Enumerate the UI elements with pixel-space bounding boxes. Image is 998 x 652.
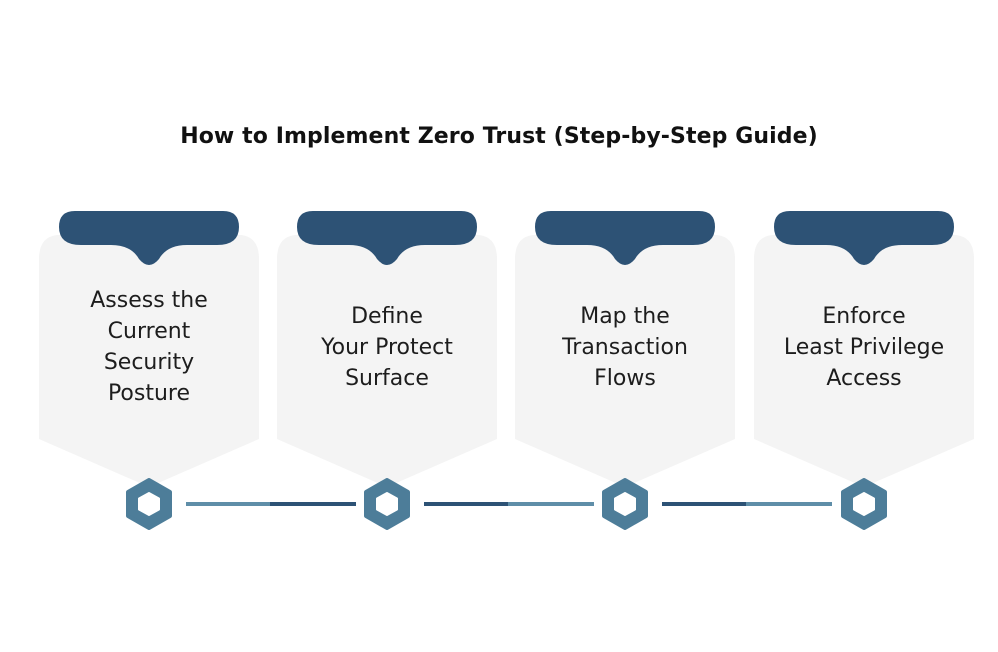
step-card-shape [515,211,735,487]
step-card-1: Assess the Current Security Posture [37,211,261,491]
hexagon-icon [364,478,410,530]
step-card-header [297,211,477,265]
step-card-shape [754,211,974,487]
step-card-shape [277,211,497,487]
hexagon-icon [602,478,648,530]
step-card-2: Define Your Protect Surface [275,211,499,491]
hexagon-icon [126,478,172,530]
step-label: Assess the Current Security Posture [90,288,208,406]
step-label: Map the Transaction Flows [562,303,688,391]
step-card-3: Map the Transaction Flows [513,211,737,491]
step-card-header [535,211,715,265]
step-card-4: Enforce Least Privilege Access [752,211,976,491]
step-label: Define Your Protect Surface [321,303,453,391]
step-card-header [774,211,954,265]
hexagon-icon [841,478,887,530]
step-card-header [59,211,239,265]
step-card-shape [39,211,259,487]
step-label: Enforce Least Privilege Access [783,303,945,391]
diagram-title: How to Implement Zero Trust (Step-by-Ste… [180,124,818,149]
